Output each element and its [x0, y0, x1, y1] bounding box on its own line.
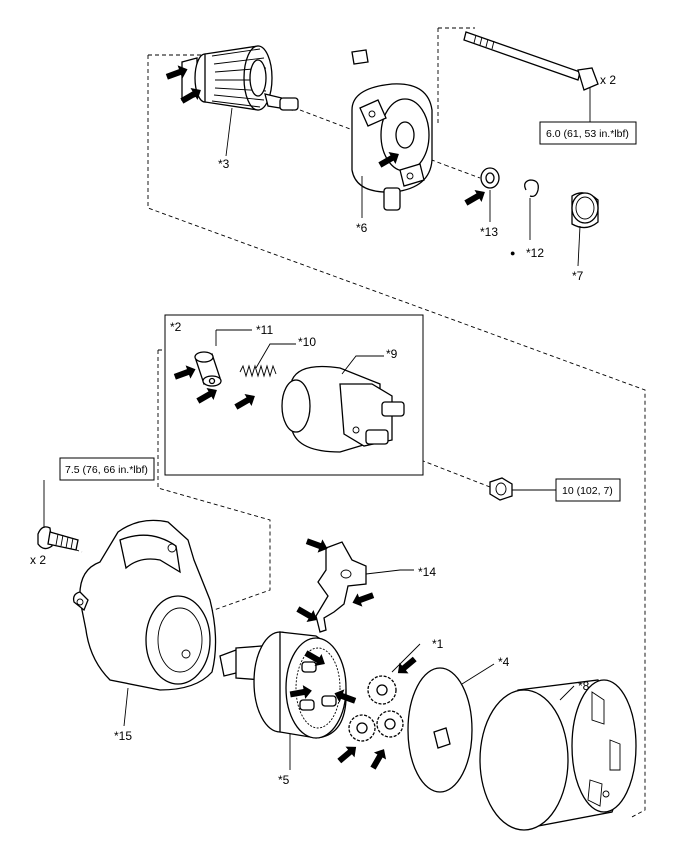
- callout-2: *2: [170, 320, 182, 334]
- black-arrow-icon: [296, 606, 317, 623]
- black-arrow-icon: [370, 749, 387, 770]
- through-bolt-torque-spec: 6.0 (61, 53 in.*lbf): [546, 128, 629, 140]
- black-arrow-icon: [378, 151, 399, 168]
- black-arrow-icon: [196, 387, 217, 404]
- center-plate-part: [407, 667, 473, 793]
- terminal-nut-part: [489, 477, 513, 501]
- callout-11: *11: [256, 323, 273, 337]
- bracket-bolt-torque-spec: 7.5 (76, 66 in.*lbf): [65, 464, 148, 476]
- lubricate-arrows: [165, 65, 485, 770]
- plunger-part: [194, 351, 222, 387]
- leader-lines: [43, 88, 591, 770]
- callout-12: *12: [526, 246, 544, 260]
- callout-13: *13: [480, 225, 498, 239]
- commutator-end-frame-part: [351, 49, 433, 211]
- return-spring-part: [239, 364, 277, 378]
- callout-14: *14: [418, 565, 436, 579]
- black-arrow-icon: [397, 656, 417, 674]
- armature-part: [181, 45, 299, 111]
- non-reusable-mark: ●: [510, 248, 515, 258]
- terminal-nut-torque-spec: 10 (102, 7): [562, 485, 613, 497]
- e-ring-part: [524, 179, 539, 198]
- through-bolt-quantity: x 2: [600, 73, 616, 87]
- planetary-carrier-part: [219, 631, 347, 739]
- callout-4: *4: [498, 655, 510, 669]
- washer-part: [480, 167, 500, 189]
- callout-1: *1: [432, 637, 444, 651]
- black-arrow-icon: [337, 746, 357, 764]
- black-arrow-icon: [234, 393, 255, 410]
- black-arrow-icon: [464, 189, 485, 206]
- callout-6: *6: [356, 221, 368, 235]
- black-arrow-icon: [352, 592, 375, 607]
- black-arrow-icon: [180, 87, 201, 104]
- black-arrow-icon: [305, 538, 328, 553]
- callout-7: *7: [572, 269, 584, 283]
- callout-10: *10: [298, 335, 316, 349]
- drive-lever-part: [315, 541, 367, 633]
- black-arrow-icon: [173, 365, 196, 380]
- black-arrow-icon: [289, 685, 312, 699]
- bracket-bolt-torque-box: [59, 457, 155, 481]
- bracket-bolt-part: [37, 526, 79, 551]
- callout-15: *15: [114, 729, 132, 743]
- callout-3: *3: [218, 157, 230, 171]
- planetary-gears-part: [348, 675, 404, 742]
- through-bolt-torque-box: [539, 121, 637, 145]
- magnetic-switch-part: [281, 365, 405, 453]
- callout-labels: *1 *2 *3 *4 *5 *6 *7 *8 *9 *10 *11 ● *12…: [114, 157, 590, 787]
- yoke-part: [479, 679, 637, 831]
- black-arrow-icon: [165, 65, 188, 80]
- callout-8: *8: [578, 679, 590, 693]
- bracket-bolt-quantity: x 2: [30, 553, 46, 567]
- black-arrow-icon: [304, 650, 325, 667]
- black-arrow-icon: [334, 689, 357, 704]
- callout-9: *9: [386, 347, 398, 361]
- terminal-nut-torque-box: [555, 478, 621, 502]
- dust-cap-part: [571, 192, 599, 229]
- through-bolt-part: [463, 31, 599, 91]
- drive-housing-part: [72, 519, 217, 691]
- callout-5: *5: [278, 773, 290, 787]
